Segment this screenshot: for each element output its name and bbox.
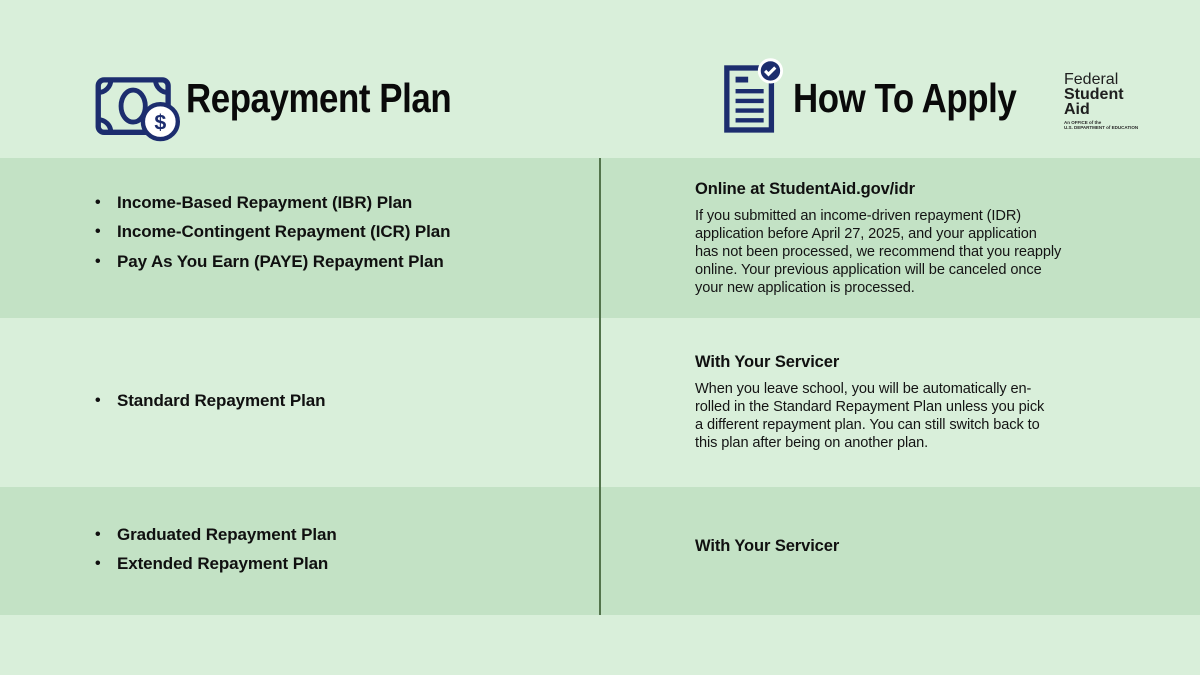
plan-list-graduated-extended: • Graduated Repayment Plan • Extended Re… bbox=[95, 520, 575, 579]
bullet-icon: • bbox=[95, 391, 101, 409]
bullet-icon: • bbox=[95, 252, 101, 270]
bullet-icon: • bbox=[95, 193, 101, 211]
logo-tagline-2: U.S. DEPARTMENT of EDUCATION bbox=[1064, 125, 1139, 130]
apply-heading: With Your Servicer bbox=[695, 537, 840, 555]
logo-line-aid: Aid bbox=[1064, 101, 1090, 118]
money-banknote-icon: $ bbox=[93, 76, 185, 147]
apply-cell-online: Online at StudentAid.gov/idr If you subm… bbox=[695, 180, 1125, 297]
plan-label: Standard Repayment Plan bbox=[117, 390, 326, 410]
bullet-icon: • bbox=[95, 555, 101, 573]
bullet-icon: • bbox=[95, 223, 101, 241]
plan-label: Pay As You Earn (PAYE) Repayment Plan bbox=[117, 251, 444, 271]
left-column-title: Repayment Plan bbox=[186, 75, 452, 121]
plan-label: Extended Repayment Plan bbox=[117, 554, 329, 574]
plan-list-standard: • Standard Repayment Plan bbox=[95, 386, 575, 416]
list-item: • Extended Repayment Plan bbox=[95, 550, 575, 580]
list-item: • Pay As You Earn (PAYE) Repayment Plan bbox=[95, 247, 575, 277]
plan-label: Income-Contingent Repayment (ICR) Plan bbox=[117, 222, 451, 242]
bullet-icon: • bbox=[95, 525, 101, 543]
list-item: • Income-Contingent Repayment (ICR) Plan bbox=[95, 218, 575, 248]
logo-line-federal: Federal bbox=[1064, 71, 1119, 88]
apply-heading: Online at StudentAid.gov/idr bbox=[695, 180, 915, 198]
plan-label: Income-Based Repayment (IBR) Plan bbox=[117, 192, 413, 212]
apply-cell-servicer-other: With Your Servicer bbox=[695, 537, 1125, 556]
federal-student-aid-logo: Federal Student Aid An OFFICE of the U.S… bbox=[1064, 71, 1194, 131]
list-item: • Graduated Repayment Plan bbox=[95, 520, 575, 550]
svg-text:$: $ bbox=[154, 110, 166, 134]
list-item: • Standard Repayment Plan bbox=[95, 386, 575, 416]
apply-body-text: When you leave school, you will be autom… bbox=[695, 381, 1045, 451]
plan-list-idr: • Income-Based Repayment (IBR) Plan • In… bbox=[95, 188, 575, 277]
apply-cell-servicer-standard: With Your Servicer When you leave school… bbox=[695, 353, 1125, 452]
plan-label: Graduated Repayment Plan bbox=[117, 524, 337, 544]
document-checkmark-icon bbox=[722, 58, 784, 143]
list-item: • Income-Based Repayment (IBR) Plan bbox=[95, 188, 575, 218]
right-column-title: How To Apply bbox=[793, 75, 1017, 121]
logo-line-student: Student bbox=[1064, 86, 1124, 103]
column-divider-line bbox=[599, 158, 601, 615]
apply-heading: With Your Servicer bbox=[695, 353, 840, 371]
apply-body-text: If you submitted an income-driven repaym… bbox=[695, 208, 1062, 296]
logo-tagline-1: An OFFICE of the bbox=[1064, 120, 1102, 125]
